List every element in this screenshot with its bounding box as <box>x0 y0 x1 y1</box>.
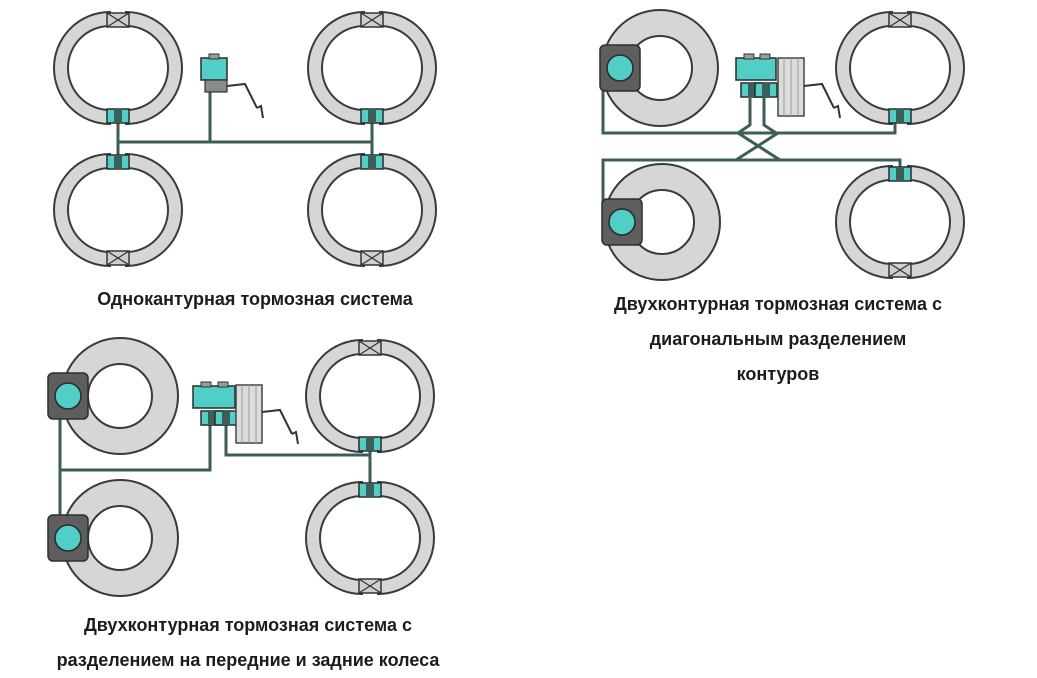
single-circuit-diagram <box>53 11 437 267</box>
front-rear-split-diagram <box>47 337 435 597</box>
drum-brake-rear-right <box>305 481 435 595</box>
drum-brake-rear-left <box>53 153 183 267</box>
disc-brake-front-left <box>599 9 719 127</box>
caption-line: разделением на передние и задние колеса <box>56 650 440 670</box>
drum-brake-rear-right <box>835 165 965 279</box>
disc-brake-rear-left <box>47 479 179 597</box>
drum-brake-front-left <box>53 11 183 125</box>
drum-brake-rear-right <box>307 153 437 267</box>
disc-brake-rear-left <box>601 163 721 281</box>
caption-line: Двухконтурная тормозная система с <box>83 615 413 635</box>
caption-line: Однокантурная тормозная система <box>97 289 413 309</box>
caption-line: диагональным разделением <box>649 329 907 349</box>
caption-front-rear-split: Двухконтурная тормозная система с раздел… <box>36 608 460 678</box>
master-cylinder <box>735 53 841 119</box>
caption-line: Двухконтурная тормозная система с <box>613 294 943 314</box>
drum-brake-front-right <box>835 11 965 125</box>
master-cylinder <box>192 381 299 445</box>
caption-line: контуров <box>736 364 820 384</box>
master-cylinder <box>200 53 264 119</box>
caption-diagonal-split: Двухконтурная тормозная система с диагон… <box>578 287 978 392</box>
brake-pipes <box>601 88 902 213</box>
drum-brake-front-right <box>305 339 435 453</box>
caption-single-circuit: Однокантурная тормозная система <box>60 282 450 317</box>
diagonal-split-diagram <box>599 9 965 281</box>
drum-brake-front-right <box>307 11 437 125</box>
disc-brake-front-left <box>47 337 179 455</box>
